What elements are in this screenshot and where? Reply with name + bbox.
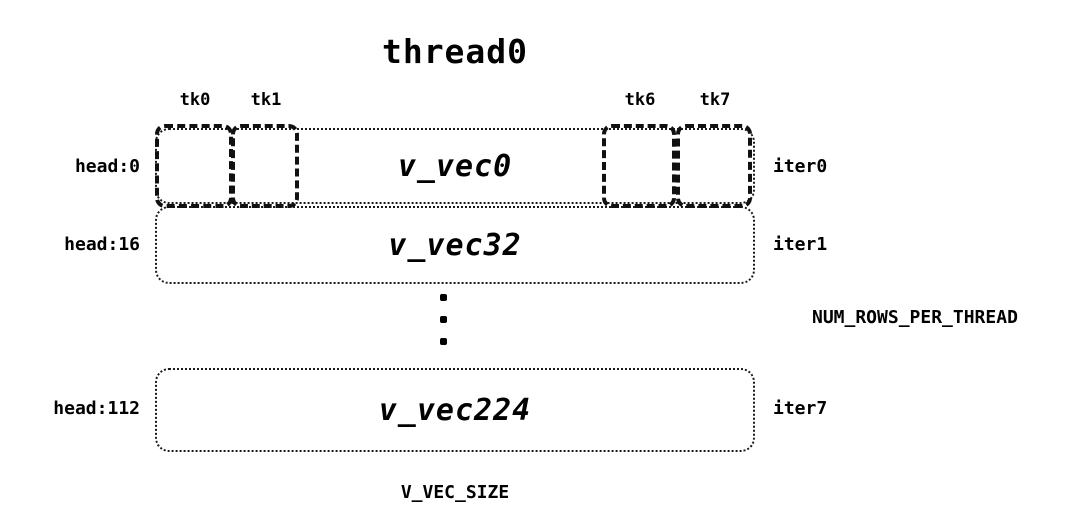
iter1-label: iter1 [773, 234, 828, 255]
tk0-box [155, 124, 233, 208]
v-vec0-label: v_vec0 [397, 148, 513, 184]
vertical-ellipsis-icon [440, 294, 447, 345]
tk1-box [231, 124, 299, 208]
ellipsis-dot [440, 294, 447, 301]
head-16-label: head:16 [64, 234, 140, 255]
tk1-label: tk1 [250, 90, 282, 110]
tk7-box [676, 124, 752, 208]
iter7-label: iter7 [773, 398, 828, 419]
tk0-label: tk0 [179, 90, 211, 110]
num-rows-per-thread-label: NUM_ROWS_PER_THREAD [812, 307, 1018, 328]
v-vec-row-iter1: v_vec32 [155, 206, 755, 284]
ellipsis-dot [440, 316, 447, 323]
tk7-label: tk7 [699, 90, 731, 110]
tk6-box [602, 124, 676, 208]
diagram-title: thread0 [381, 32, 529, 71]
v-vec-size-label: V_VEC_SIZE [400, 482, 510, 503]
head-112-label: head:112 [53, 398, 140, 419]
ellipsis-dot [440, 338, 447, 345]
v-vec224-label: v_vec224 [378, 392, 532, 428]
v-vec32-label: v_vec32 [388, 227, 522, 263]
v-vec-row-iter7: v_vec224 [155, 368, 755, 452]
tk6-label: tk6 [624, 90, 656, 110]
iter0-label: iter0 [773, 156, 828, 177]
head-0-label: head:0 [74, 156, 140, 177]
